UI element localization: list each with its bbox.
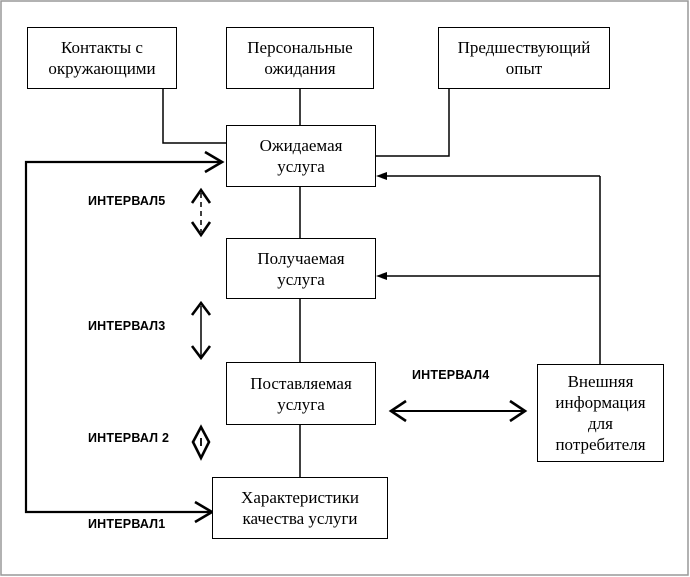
arrowhead-to-expected xyxy=(376,172,387,180)
label-interval2: ИНТЕРВАЛ 2 xyxy=(88,431,170,445)
label-interval1: ИНТЕРВАЛ1 xyxy=(88,517,166,531)
arrowhead-loop-top xyxy=(204,150,225,174)
box-personal-expectations: Персональные ожидания xyxy=(226,27,374,89)
label-interval5: ИНТЕРВАЛ5 xyxy=(88,194,166,208)
label-interval4: ИНТЕРВАЛ4 xyxy=(412,368,490,382)
line-experience-to-expected xyxy=(376,88,450,157)
interval2-double-arrow xyxy=(191,424,211,461)
interval4-double-arrow xyxy=(388,399,528,423)
box-received-service: Получаемая услуга xyxy=(226,238,376,299)
box-expected-service: Ожидаемая услуга xyxy=(226,125,376,187)
box-contacts: Контакты с окружающими xyxy=(27,27,177,89)
box-delivered-service: Поставляемая услуга xyxy=(226,362,376,425)
interval3-double-arrow xyxy=(190,300,212,361)
box-previous-experience: Предшествующий опыт xyxy=(438,27,610,89)
line-interval1-loop xyxy=(24,160,222,514)
box-quality-characteristics: Характеристики качества услуги xyxy=(212,477,388,539)
interval5-double-arrow xyxy=(190,187,212,238)
label-interval3: ИНТЕРВАЛ3 xyxy=(88,319,166,333)
arrowhead-to-received xyxy=(376,272,387,280)
line-contacts-to-expected xyxy=(162,88,226,144)
box-external-information: Внешняя информация для потребителя xyxy=(537,364,664,462)
